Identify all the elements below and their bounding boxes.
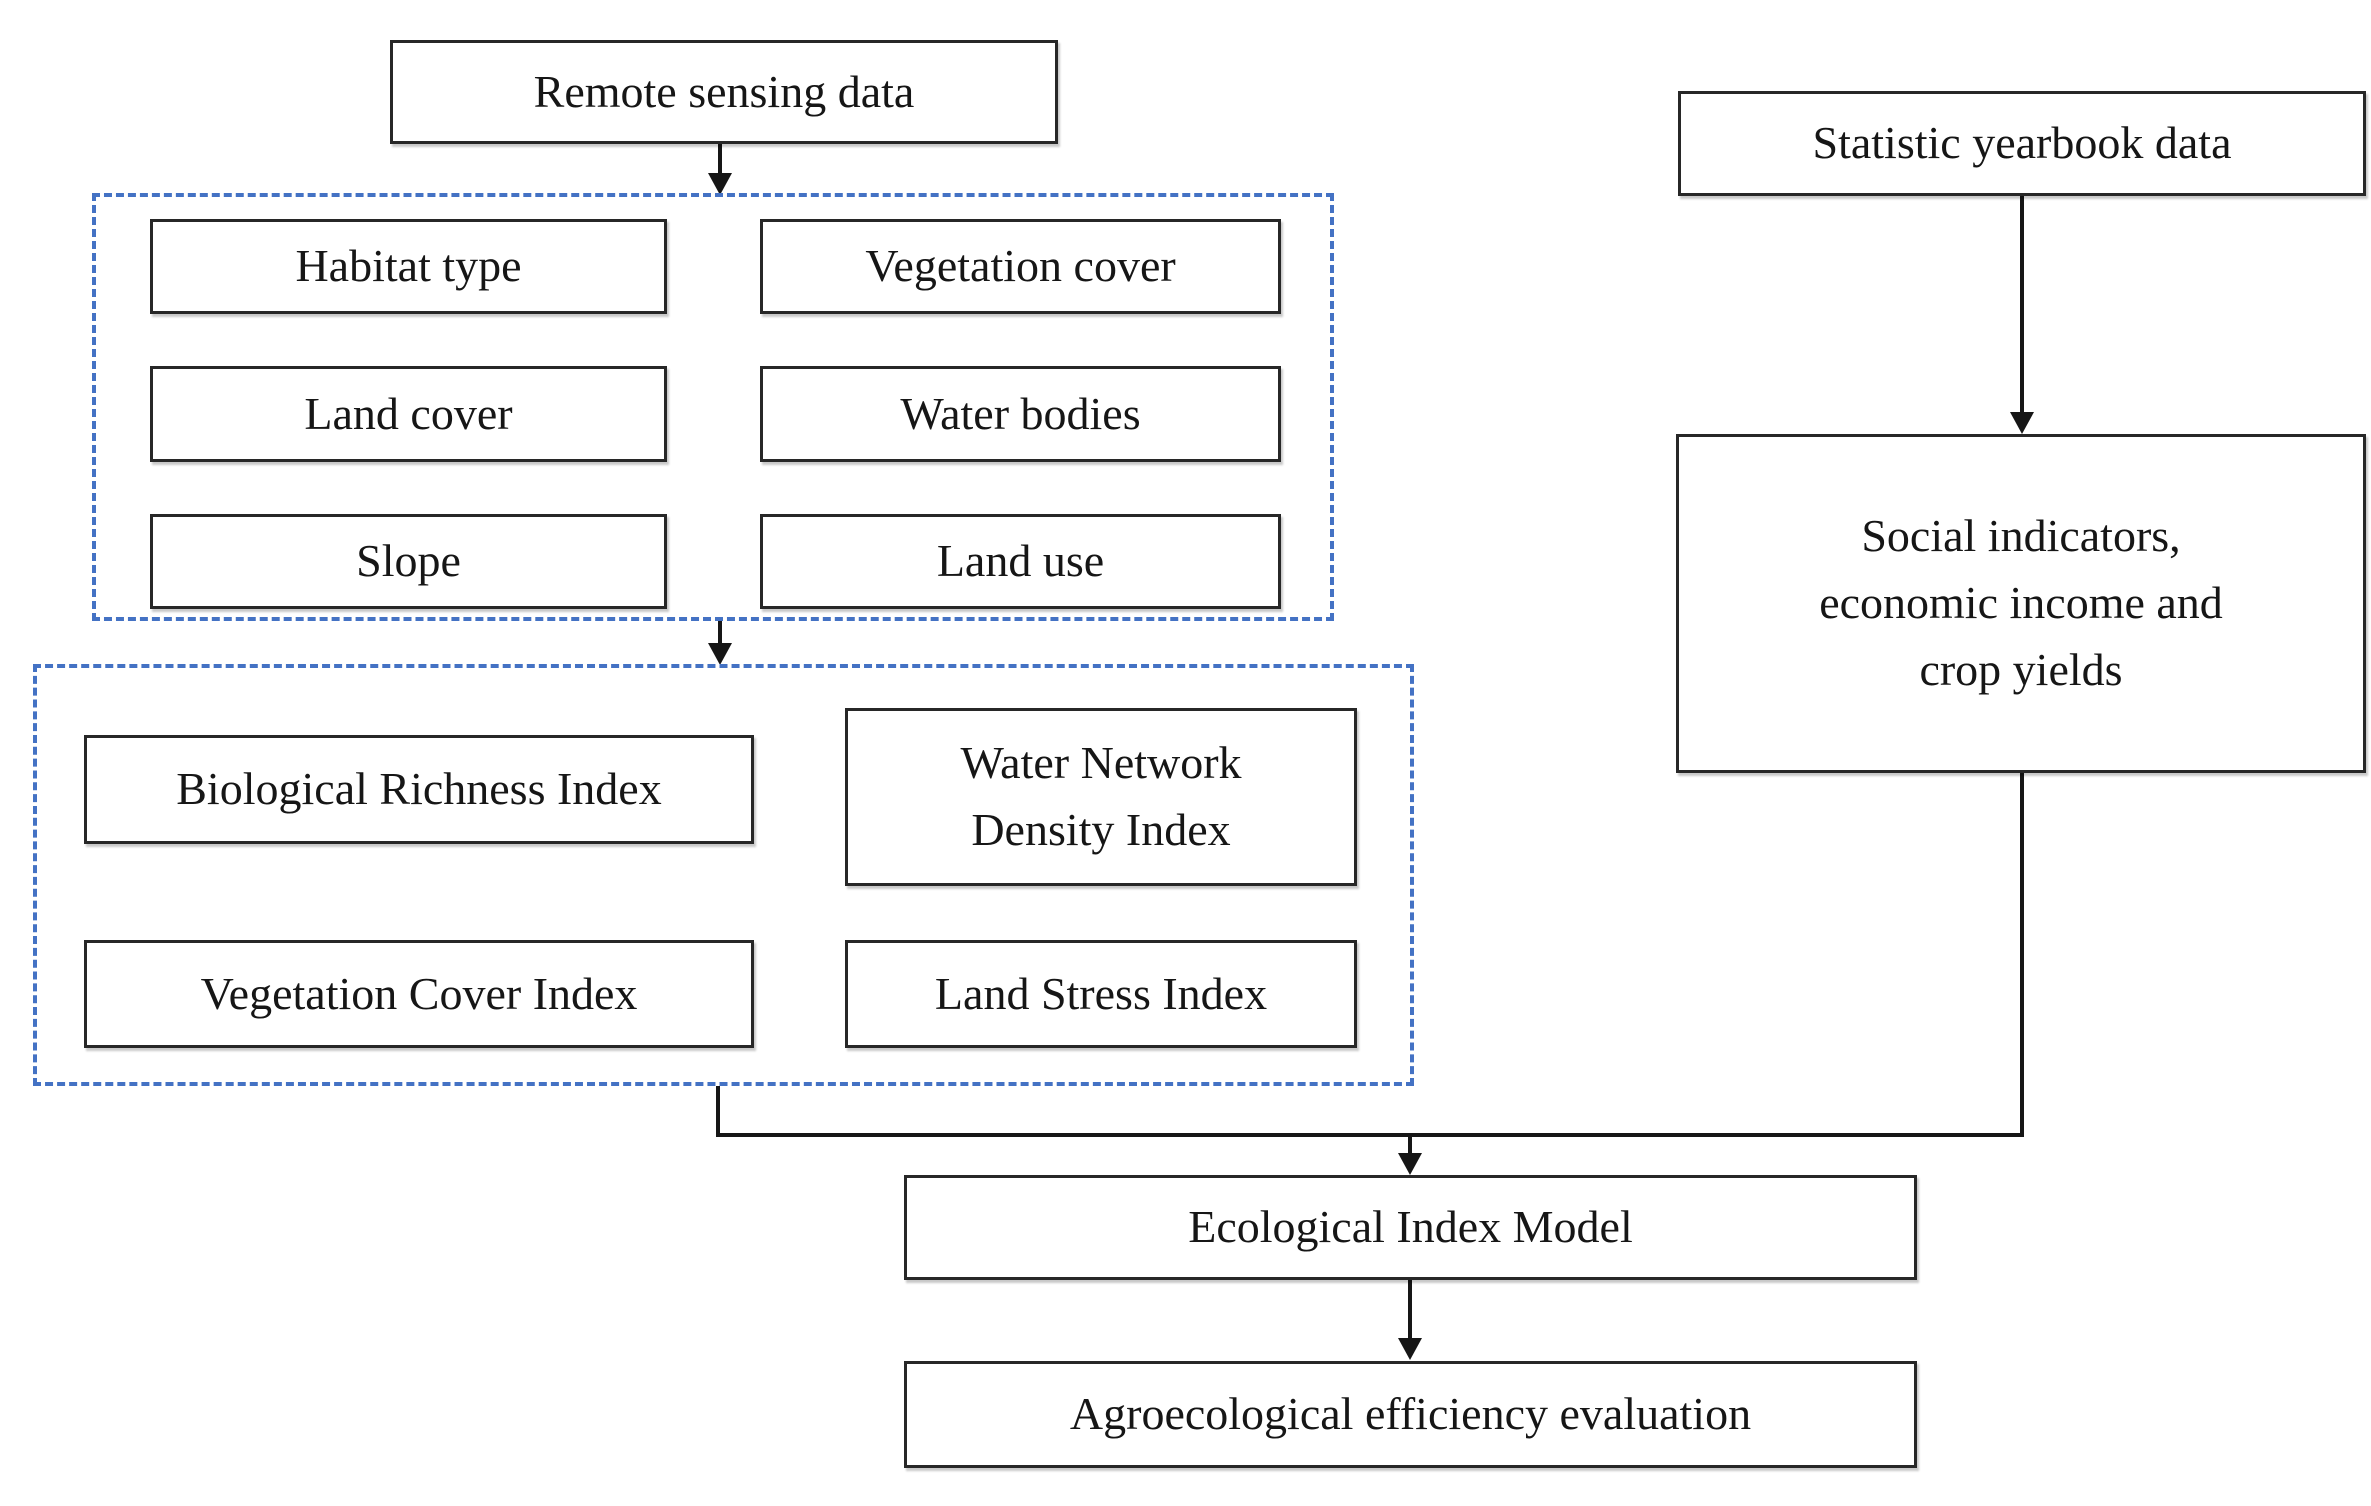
- node-label: Remote sensing data: [533, 65, 915, 117]
- arrowhead-model-to-evaluation: [1398, 1338, 1422, 1360]
- node-label: Land Stress Index: [934, 967, 1268, 1019]
- node-label: Ecological Index Model: [1188, 1201, 1633, 1253]
- node-land-use: Land use: [760, 514, 1281, 609]
- node-social-indicators: Social indicators, economic income and c…: [1676, 434, 2366, 773]
- node-slope: Slope: [150, 514, 667, 609]
- arrowhead-merge-to-ecological-model: [1398, 1153, 1422, 1175]
- node-label: Land cover: [304, 387, 513, 439]
- node-land-stress-index: Land Stress Index: [845, 940, 1357, 1048]
- arrowhead-remote-sensing-to-layers: [708, 173, 732, 195]
- node-label: Water bodies: [900, 387, 1141, 439]
- arrow-yearbook-to-social: [2020, 196, 2024, 414]
- node-label: Vegetation Cover Index: [200, 967, 638, 1019]
- node-label: Habitat type: [295, 240, 522, 292]
- connector-social-down: [2020, 773, 2024, 1137]
- group-ecological-indices: [33, 664, 1414, 1086]
- arrow-model-to-evaluation: [1408, 1280, 1412, 1341]
- node-vegetation-cover-index: Vegetation Cover Index: [84, 940, 754, 1048]
- node-label: Density Index: [971, 804, 1231, 855]
- node-remote-sensing-data: Remote sensing data: [390, 40, 1058, 144]
- node-label: Statistic yearbook data: [1812, 117, 2232, 169]
- node-label: Social indicators,: [1861, 510, 2181, 562]
- arrow-remote-sensing-to-layers: [718, 144, 722, 176]
- node-habitat-type: Habitat type: [150, 219, 667, 314]
- node-label: Biological Richness Index: [176, 763, 662, 815]
- connector-indices-down: [716, 1086, 720, 1137]
- node-label: Land use: [936, 535, 1105, 587]
- node-label: Water Network: [960, 737, 1242, 789]
- node-label: economic income and: [1819, 577, 2223, 629]
- arrow-merge-to-ecological-model: [1408, 1133, 1412, 1156]
- arrow-layers-to-indices: [718, 621, 722, 646]
- node-label: crop yields: [1919, 643, 2123, 695]
- arrowhead-yearbook-to-social: [2010, 412, 2034, 434]
- group-remote-sensing-layers: [92, 193, 1334, 621]
- node-water-network-density-index: Water Network Density Index: [845, 708, 1357, 886]
- node-label: Vegetation cover: [865, 240, 1176, 292]
- node-statistic-yearbook-data: Statistic yearbook data: [1678, 91, 2366, 196]
- arrowhead-layers-to-indices: [708, 643, 732, 665]
- node-biological-richness-index: Biological Richness Index: [84, 735, 754, 844]
- node-water-bodies: Water bodies: [760, 366, 1281, 462]
- node-label: Slope: [356, 535, 461, 587]
- node-agroecological-efficiency-evaluation: Agroecological efficiency evaluation: [904, 1361, 1917, 1468]
- connector-merge-horizontal: [716, 1133, 2024, 1137]
- node-vegetation-cover: Vegetation cover: [760, 219, 1281, 314]
- node-ecological-index-model: Ecological Index Model: [904, 1175, 1917, 1280]
- node-land-cover: Land cover: [150, 366, 667, 462]
- node-label: Agroecological efficiency evaluation: [1069, 1388, 1752, 1440]
